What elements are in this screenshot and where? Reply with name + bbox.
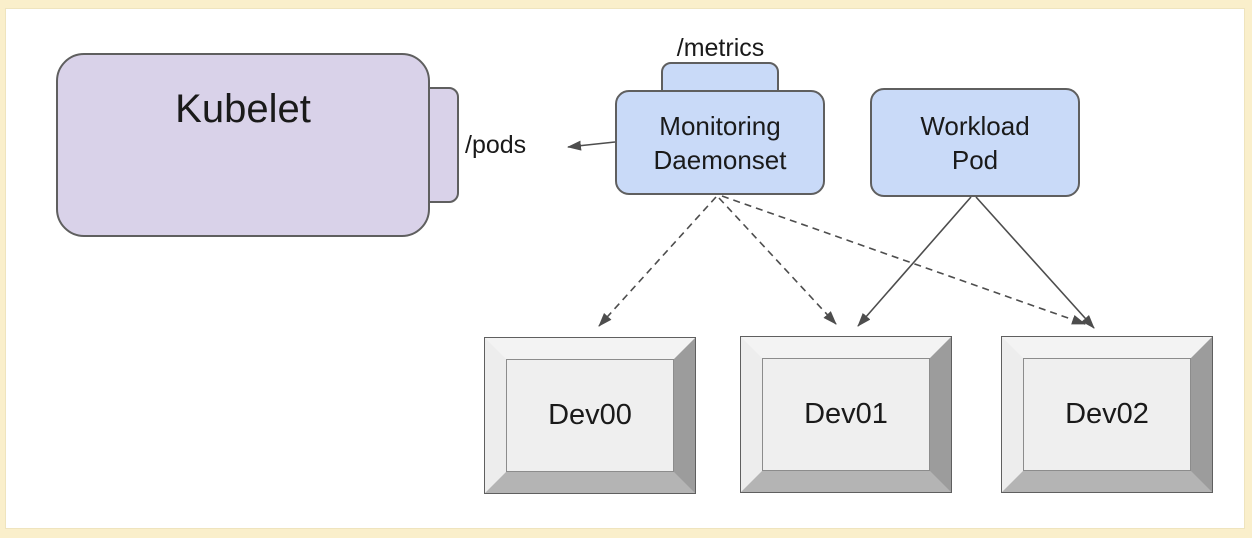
metrics-endpoint-label: /metrics: [676, 34, 765, 62]
workload-pod-node: Workload Pod: [870, 88, 1080, 197]
kubelet-node: Kubelet: [56, 53, 430, 237]
workload-label-line1: Workload: [920, 110, 1030, 141]
pods-endpoint-label: /pods: [465, 131, 527, 159]
dev02-label: Dev02: [1065, 398, 1149, 430]
dev01-label: Dev01: [804, 398, 888, 430]
dev00-label: Dev00: [548, 399, 632, 431]
device-dev02: Dev02: [1002, 337, 1212, 492]
monitoring-label-line2: Daemonset: [653, 144, 787, 175]
device-dev01: Dev01: [741, 337, 951, 492]
device-dev00: Dev00: [485, 338, 695, 493]
workload-label-line2: Pod: [951, 144, 999, 175]
kubelet-label: Kubelet: [175, 87, 311, 131]
monitoring-label-line1: Monitoring: [659, 110, 781, 141]
monitoring-daemonset-node: Monitoring Daemonset: [615, 90, 825, 195]
